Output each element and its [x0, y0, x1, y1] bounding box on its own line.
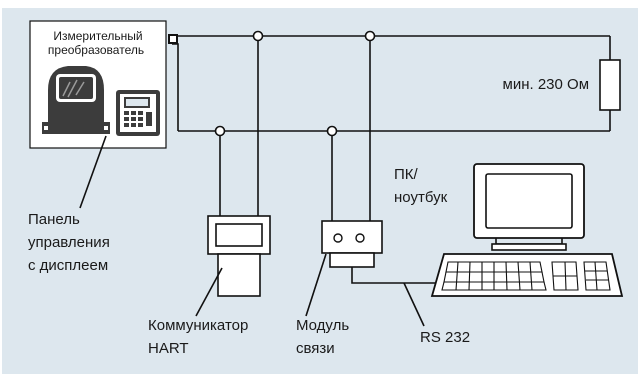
hart-communicator-label-line-2: HART [148, 340, 189, 357]
comm-module-label-line-2: связи [296, 340, 335, 357]
pointer-hart-communicator [195, 267, 223, 317]
display-panel-label-line-2: управления [28, 234, 110, 251]
transmitter-label-line-1: Измерительный [53, 29, 142, 43]
junction-hart-right [252, 30, 264, 42]
comm-module-label-line-1: Модуль [296, 317, 349, 334]
transmitter-lower-lead [172, 43, 179, 131]
hart-communicator-icon [207, 215, 271, 297]
hart-communicator-label-line-1: Коммуникатор [148, 317, 248, 334]
pointer-display-panel [79, 135, 107, 209]
display-panel-label-line-1: Панель [28, 211, 80, 228]
junction-module-right [364, 30, 376, 42]
rs232-cable [351, 267, 440, 284]
pointer-comm-module [305, 253, 327, 317]
resistor-icon [599, 59, 621, 111]
transmitter-label-line-2: преобразователь [48, 43, 144, 57]
monitor-icon [473, 163, 585, 251]
rs232-label: RS 232 [420, 329, 470, 346]
resistor-label: мин. 230 Ом [503, 76, 589, 93]
pc-label-line-2: ноутбук [394, 189, 448, 206]
pointer-rs232 [403, 282, 425, 327]
display-panel-label-line-3: с дисплеем [28, 257, 108, 274]
keyboard-icon [430, 253, 624, 297]
pc-label-line-1: ПК/ [394, 166, 419, 183]
display-panel-icon [116, 90, 160, 136]
transmitter-icon [42, 66, 110, 134]
junction-hart-left [214, 125, 226, 137]
junction-module-left [326, 125, 338, 137]
comm-module-icon [321, 220, 383, 268]
terminal-block [168, 34, 178, 44]
